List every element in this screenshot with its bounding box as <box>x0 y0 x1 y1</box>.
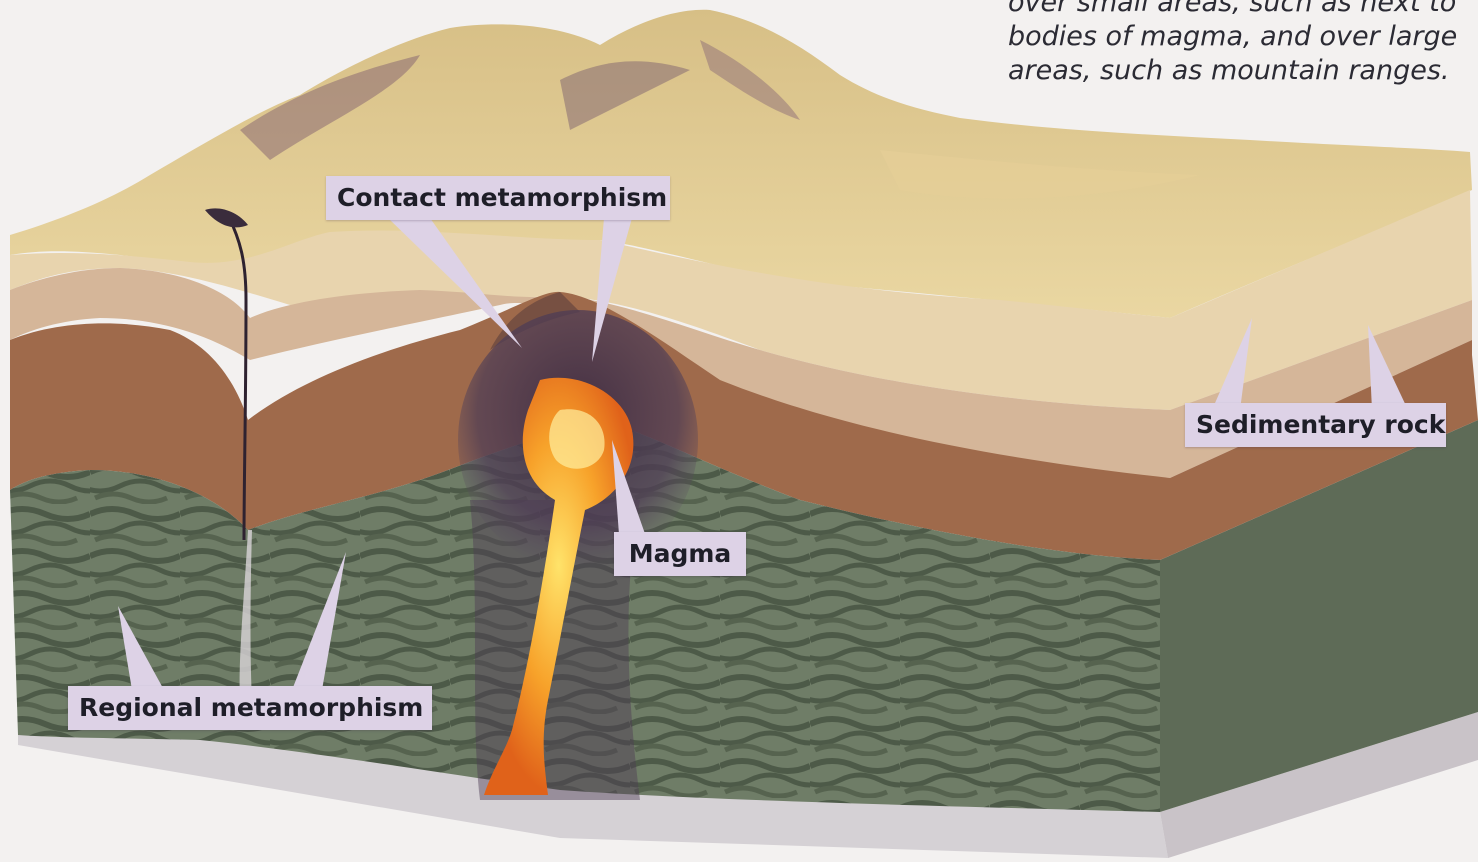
caption-line-1: over small areas, such as next to <box>1008 0 1468 20</box>
sedimentary-rock-label: Sedimentary rock <box>1185 403 1446 447</box>
caption-text: over small areas, such as next to bodies… <box>1008 0 1468 88</box>
magma-label: Magma <box>614 532 746 576</box>
regional-metamorphism-label: Regional metamorphism <box>68 686 432 730</box>
contact-metamorphism-label: Contact metamorphism <box>326 176 670 220</box>
caption-line-2: bodies of magma, and over large <box>1008 20 1468 54</box>
caption-line-3: areas, such as mountain ranges. <box>1008 54 1468 88</box>
